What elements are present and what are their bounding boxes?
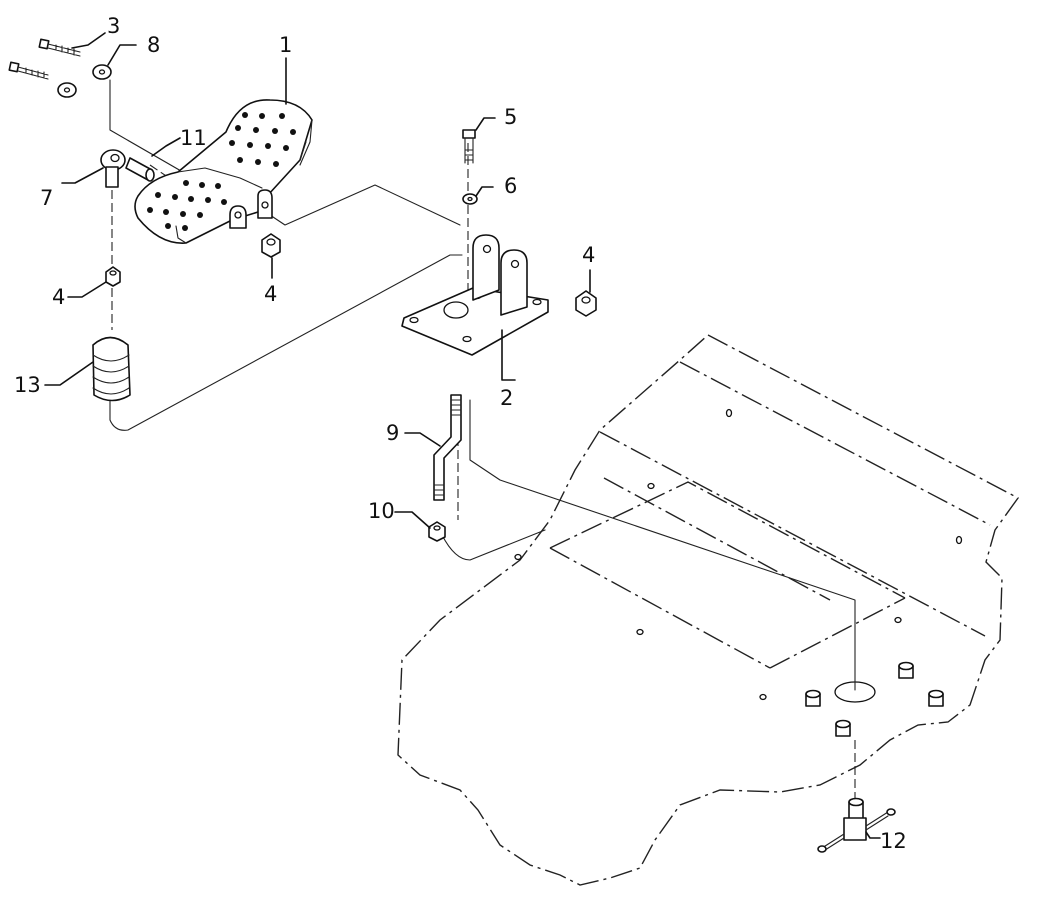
leader-lines — [44, 32, 881, 839]
nuts-4 — [105, 233, 597, 317]
callout-7: 7 — [40, 186, 53, 210]
foot-pedal — [134, 99, 313, 244]
callout-12: 12 — [880, 829, 907, 853]
callout-11: 11 — [180, 126, 207, 150]
callout-4-left: 4 — [52, 285, 65, 309]
callout-2: 2 — [500, 386, 513, 410]
rod-end-7 — [100, 149, 126, 188]
spacer-11 — [125, 157, 155, 182]
callout-5: 5 — [504, 105, 517, 129]
callout-13: 13 — [14, 373, 41, 397]
bolts-3 — [8, 38, 81, 80]
callout-numbers: 1 2 3 4 4 4 5 6 7 8 9 10 11 12 13 — [14, 14, 907, 853]
callout-1: 1 — [279, 33, 292, 57]
callout-3: 3 — [107, 14, 120, 38]
washer-6 — [462, 193, 478, 205]
chassis-plate — [397, 334, 1020, 886]
bumper-13 — [92, 336, 131, 402]
clamp-fitting-12 — [817, 797, 896, 853]
link-rod-9 — [433, 394, 462, 501]
callout-10: 10 — [368, 499, 395, 523]
callout-8: 8 — [147, 33, 160, 57]
callout-9: 9 — [386, 421, 399, 445]
bolt-5 — [462, 129, 476, 164]
washers-8 — [57, 64, 112, 98]
callout-4-right: 4 — [582, 243, 595, 267]
mounting-bracket-2 — [401, 234, 549, 356]
callout-4-pedal: 4 — [264, 282, 277, 306]
nut-10 — [428, 521, 446, 542]
callout-6: 6 — [504, 174, 517, 198]
